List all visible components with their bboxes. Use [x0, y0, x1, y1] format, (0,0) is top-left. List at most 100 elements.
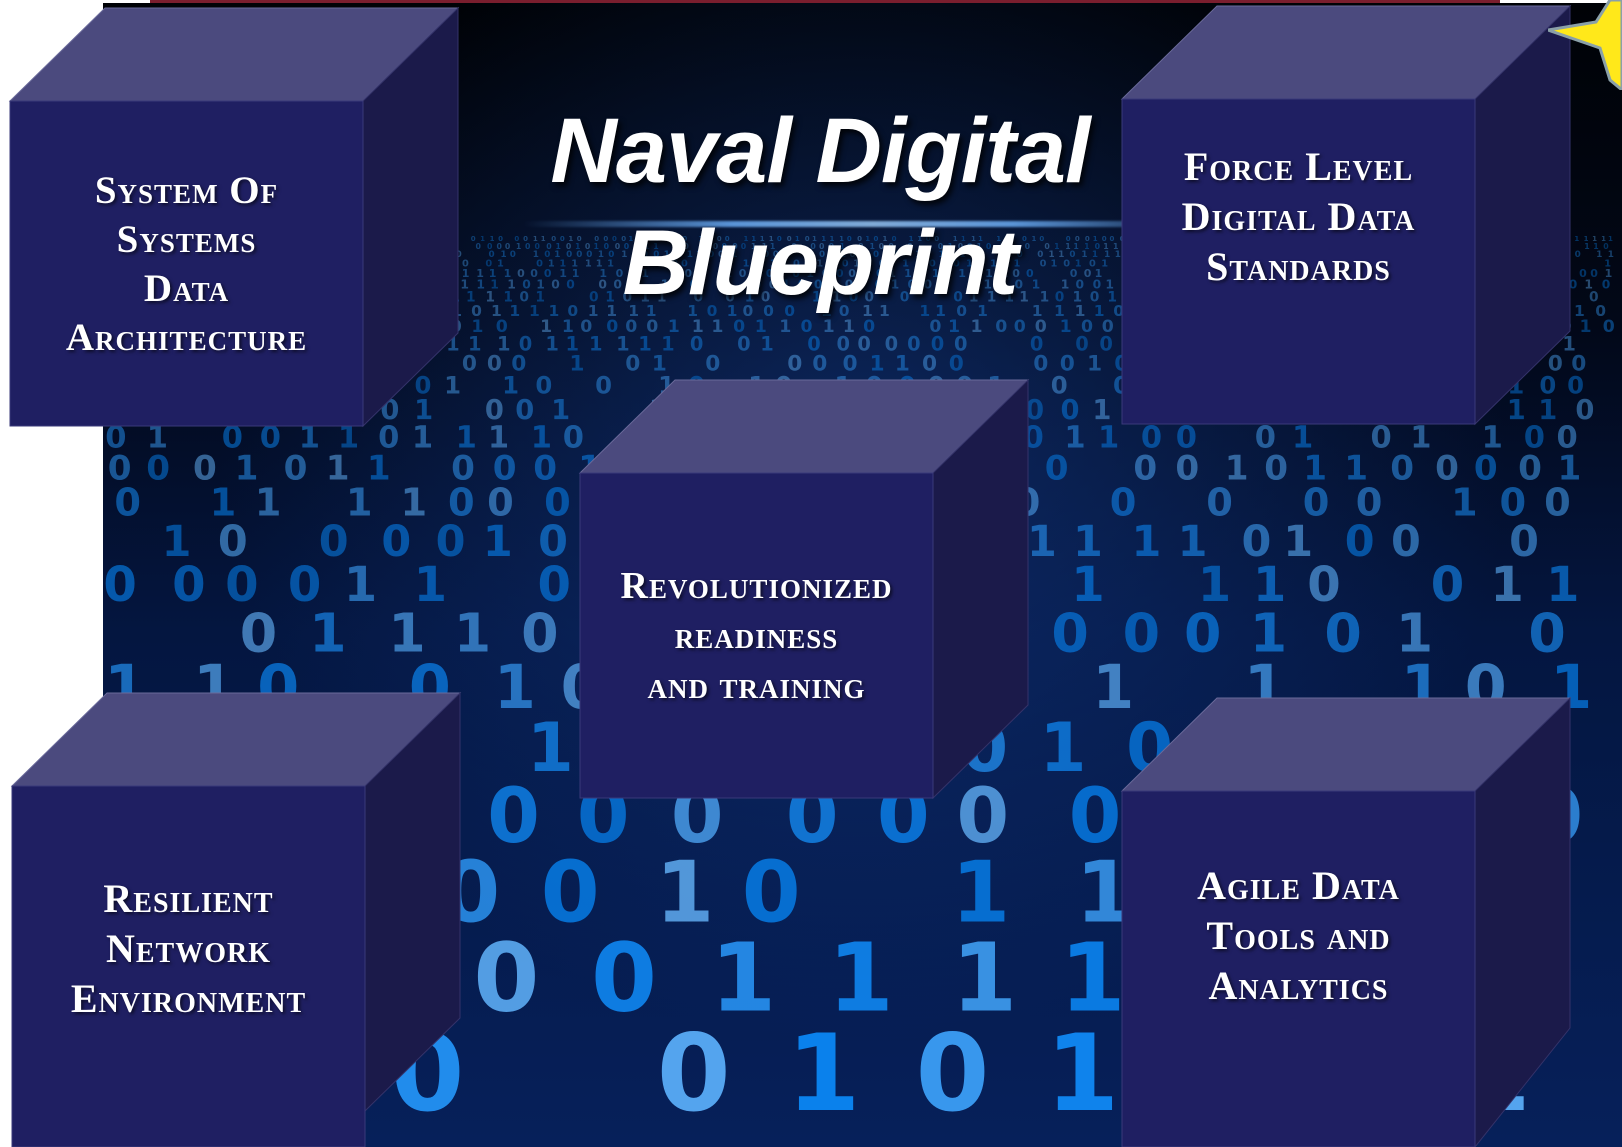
binary-digit: 0 — [862, 250, 868, 260]
binary-digit: 0 — [493, 449, 517, 489]
binary-digit: 1 — [488, 421, 509, 456]
binary-digit: 1 — [770, 259, 777, 270]
binary-digit: 1 — [870, 352, 885, 377]
binary-digit: 1 — [832, 289, 842, 305]
binary-digit: 0 — [842, 259, 849, 270]
binary-digit: 1 — [687, 250, 693, 260]
binary-digit: 1 — [692, 317, 704, 337]
binary-digit: 0 — [792, 267, 800, 280]
label-line: Systems — [116, 217, 257, 261]
binary-digit: 0 — [1206, 481, 1233, 526]
binary-digit: 0 — [907, 242, 913, 251]
binary-digit: 0 — [1528, 601, 1565, 664]
binary-digit: 1 — [533, 250, 539, 260]
binary-digit: 0 — [1371, 421, 1392, 456]
binary-digit: 1 — [594, 242, 599, 251]
binary-digit: 0 — [487, 772, 540, 860]
binary-digit: 0 — [1063, 259, 1070, 270]
binary-digit: 1 — [1060, 924, 1126, 1034]
binary-digit: 1 — [637, 235, 642, 243]
binary-digit: 0 — [522, 277, 531, 291]
binary-digit: 0 — [837, 332, 851, 355]
binary-digit: 1 — [935, 302, 946, 320]
cube-force-level-standards: Force Level Digital Data Standards — [1120, 4, 1622, 426]
binary-digit: 1 — [948, 317, 960, 337]
binary-digit: 0 — [1033, 352, 1048, 377]
binary-digit: 1 — [566, 332, 580, 355]
binary-digit: 0 — [1069, 250, 1075, 260]
binary-digit: 1 — [976, 259, 983, 270]
binary-digit: 1 — [344, 557, 377, 613]
binary-digit: 1 — [1049, 250, 1055, 260]
binary-digit: 0 — [769, 277, 778, 291]
binary-digit: 0 — [566, 242, 572, 251]
binary-digit: 0 — [1345, 517, 1375, 567]
binary-digit: 0 — [288, 557, 321, 613]
binary-digit: 0 — [260, 421, 281, 456]
binary-digit: 0 — [378, 421, 399, 456]
binary-digit: 0 — [535, 242, 541, 251]
binary-digit: 0 — [1061, 395, 1080, 426]
binary-digit: 1 — [309, 601, 346, 664]
binary-digit: 1 — [1490, 557, 1523, 613]
binary-digit: 0 — [1390, 449, 1414, 489]
binary-digit: 0 — [1037, 250, 1043, 260]
binary-digit: 1 — [628, 302, 639, 320]
binary-digit: 0 — [1093, 277, 1102, 291]
binary-digit: 0 — [801, 317, 813, 337]
binary-digit: 1 — [1198, 557, 1231, 613]
binary-digit: 0 — [953, 289, 963, 305]
binary-digit: 0 — [595, 371, 612, 400]
binary-digit: 0 — [847, 235, 852, 243]
binary-digit: 1 — [1075, 259, 1082, 270]
binary-digit: 1 — [1608, 235, 1613, 243]
binary-digit: 1 — [655, 843, 714, 942]
binary-digit: 1 — [401, 481, 428, 526]
binary-digit: 1 — [657, 289, 667, 305]
binary-digit: 1 — [1105, 277, 1114, 291]
binary-digit: 1 — [1032, 302, 1043, 320]
binary-digit: 0 — [108, 449, 132, 489]
binary-digit: 1 — [497, 332, 511, 355]
label-line: readiness — [674, 614, 839, 657]
binary-digit: 0 — [521, 601, 558, 664]
cube-label: Agile Data Tools and Analytics — [1122, 791, 1475, 1081]
binary-digit: 1 — [895, 352, 910, 377]
binary-digit: 1 — [644, 242, 649, 251]
binary-digit: 0 — [995, 317, 1007, 337]
binary-digit: 1 — [1178, 517, 1208, 567]
binary-digit: 1 — [974, 267, 982, 280]
binary-digit: 1 — [1104, 250, 1110, 260]
cube-agile-data-tools: Agile Data Tools and Analytics — [1120, 696, 1622, 1147]
label-line: Data — [143, 266, 230, 310]
binary-digit: 0 — [585, 242, 591, 251]
binary-digit: 0 — [773, 250, 779, 260]
label-line: Force Level — [1183, 143, 1414, 189]
binary-digit: 0 — [538, 557, 571, 613]
binary-digit: 0 — [908, 277, 917, 291]
binary-digit: 1 — [367, 449, 391, 489]
binary-digit: 0 — [892, 235, 897, 243]
binary-digit: 0 — [1590, 267, 1598, 280]
binary-digit: 1 — [1027, 517, 1057, 567]
binary-digit: 0 — [589, 289, 599, 305]
binary-digit: 0 — [777, 235, 782, 243]
binary-digit: 0 — [615, 242, 621, 251]
binary-digit: 1 — [596, 259, 603, 270]
binary-digit: 1 — [888, 267, 896, 280]
binary-digit: 0 — [1110, 481, 1137, 526]
binary-digit: 1 — [589, 332, 603, 355]
binary-digit: 0 — [1026, 267, 1034, 280]
binary-digit: 0 — [240, 601, 277, 664]
binary-digit: 1 — [1482, 421, 1503, 456]
binary-digit: 1 — [972, 250, 978, 260]
binary-digit: 1 — [529, 302, 540, 320]
binary-digit: 0 — [934, 235, 939, 243]
binary-digit: 1 — [516, 242, 521, 251]
binary-digit: 0 — [1113, 302, 1124, 320]
binary-digit: 0 — [1141, 421, 1162, 456]
binary-digit: 1 — [782, 277, 791, 291]
binary-digit: 1 — [770, 242, 775, 251]
binary-digit: 0 — [544, 267, 552, 280]
binary-digit: 1 — [779, 317, 791, 337]
